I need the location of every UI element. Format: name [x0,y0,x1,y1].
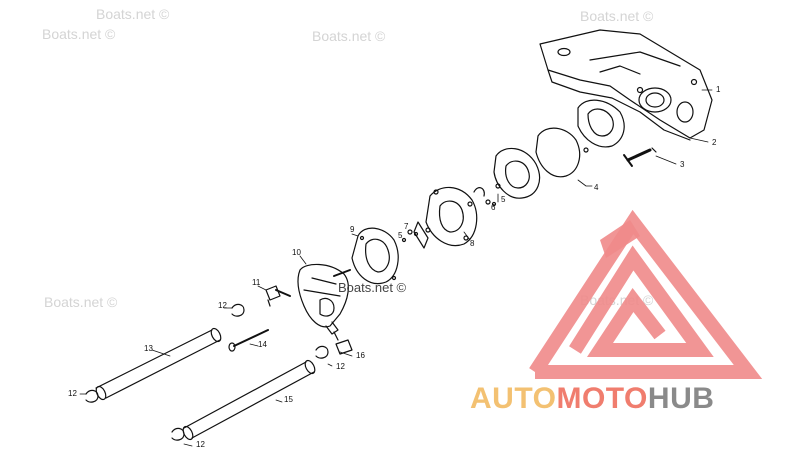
callout-12c: 12 [68,389,77,398]
callout-8: 8 [470,239,475,248]
hose-clip [85,303,329,441]
hose-lower [182,359,316,441]
diagram-watermark-label: Boats.net © [338,280,407,295]
diaphragm-gasket [351,227,399,285]
callout-4: 4 [594,183,599,192]
hose-upper [95,327,222,401]
callout-16: 16 [356,351,365,360]
callout-7: 7 [404,222,409,231]
callout-10: 10 [292,248,301,257]
callout-3: 3 [680,160,685,169]
callout-12d: 12 [196,440,205,449]
callout-2: 2 [712,138,717,147]
callout-9: 9 [350,225,355,234]
callout-14: 14 [258,340,267,349]
callout-12b: 12 [336,362,345,371]
screw [228,329,269,352]
callout-13: 13 [144,344,153,353]
callout-12a: 12 [218,301,227,310]
pump-base [413,186,478,249]
watermark: Boats.net © [96,6,170,22]
brand-part-auto: AUTO [470,382,557,415]
watermark: Boats.net © [580,8,654,24]
bolt [623,147,657,167]
callout-15: 15 [284,395,293,404]
watermark: Boats.net © [312,28,386,44]
fitting [333,331,353,355]
leader-lines [79,89,713,447]
watermark: Boats.net © [44,294,118,310]
gasket-set [493,99,625,199]
brand-wordmark: AUTOMOTOHUB [470,384,714,414]
elbow-fitting [265,285,291,307]
callout-6: 6 [491,203,496,212]
mounting-bracket [539,29,713,141]
brand-part-moto: MOTO [556,382,648,415]
callout-5: 5 [501,195,506,204]
watermark: Boats.net © [42,26,116,42]
small-hardware [401,187,497,243]
pump-cover [297,263,351,335]
callout-11: 11 [252,278,261,287]
callout-5b: 5 [398,231,403,240]
brand-part-hub: HUB [647,382,715,415]
callout-1: 1 [716,85,721,94]
